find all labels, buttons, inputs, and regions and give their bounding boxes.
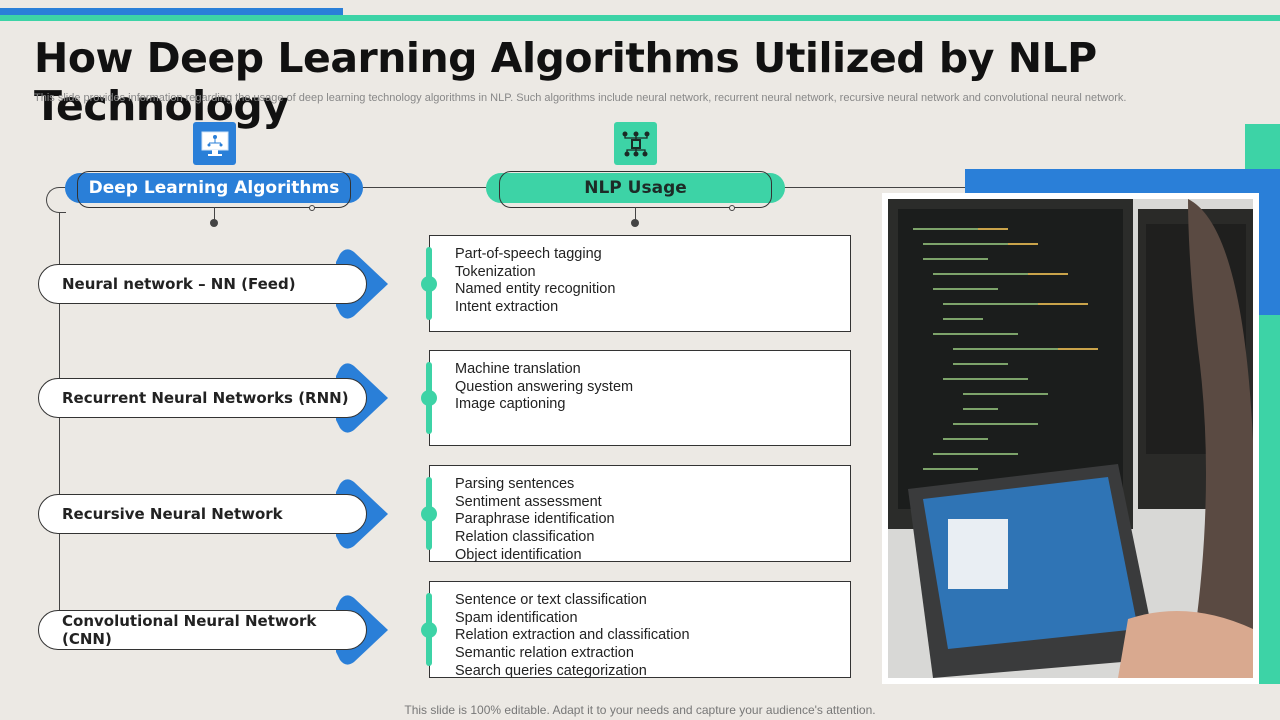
- header-stem: [635, 207, 637, 221]
- usage-item: Semantic relation extraction: [455, 645, 634, 662]
- usage-item: Machine translation: [455, 361, 581, 377]
- usage-item: Paraphrase identification: [455, 511, 615, 528]
- algorithm-pill: Recursive Neural Network: [38, 494, 367, 534]
- top-accent-bar-teal: [0, 15, 1280, 21]
- footer-note: This slide is 100% editable. Adapt it to…: [404, 703, 876, 717]
- accent-dot: [421, 621, 437, 638]
- header-outline: [499, 171, 772, 208]
- accent-dot: [421, 505, 437, 522]
- header-dot: [631, 219, 639, 227]
- computer-network-icon: [193, 122, 236, 165]
- usage-item: Intent extraction: [455, 299, 559, 316]
- connector-line: [784, 187, 965, 189]
- usage-item: Tokenization: [455, 263, 536, 280]
- photo-frame: [882, 193, 1259, 684]
- accent-dot: [421, 390, 437, 406]
- header-nlp-usage: NLP Usage: [486, 173, 785, 203]
- page-title: How Deep Learning Algorithms Utilized by…: [34, 34, 1097, 130]
- connector-line: [362, 187, 488, 189]
- header-ring-dot: [309, 205, 315, 211]
- usage-item: Part-of-speech tagging: [455, 246, 602, 262]
- usage-item: Sentiment assessment: [455, 493, 602, 510]
- top-accent-bar-blue: [0, 8, 343, 15]
- usage-item: Relation extraction and classification: [455, 627, 690, 644]
- usage-item: Image captioning: [455, 396, 566, 413]
- header-stem: [214, 207, 216, 221]
- usage-item: Question answering system: [455, 378, 634, 395]
- usage-item: Named entity recognition: [455, 281, 616, 298]
- usage-item: Sentence or text classification: [455, 592, 647, 608]
- algorithm-label: Recursive Neural Network: [62, 505, 283, 523]
- header-outline: [77, 171, 351, 208]
- usage-item: Spam identification: [455, 609, 578, 626]
- connector-curve: [46, 187, 66, 213]
- vertical-connector: [59, 212, 61, 632]
- usage-item: Relation classification: [455, 529, 595, 546]
- header-ring-dot: [729, 205, 735, 211]
- accent-dot: [421, 275, 437, 292]
- header-dot: [210, 219, 218, 227]
- algorithm-label: Convolutional Neural Network (CNN): [62, 612, 317, 648]
- algorithm-label: Neural network – NN (Feed): [62, 275, 296, 293]
- photo-programmer-at-computer: [888, 199, 1256, 678]
- usage-item: Object identification: [455, 546, 582, 563]
- algorithm-pill: Recurrent Neural Networks (RNN): [38, 378, 367, 418]
- page-subtitle: This slide provides information regardin…: [34, 92, 1127, 104]
- algorithm-pill: Neural network – NN (Feed): [38, 264, 367, 304]
- algorithm-pill: Convolutional Neural Network (CNN): [38, 610, 367, 650]
- algorithm-label: Recurrent Neural Networks (RNN): [62, 389, 349, 407]
- header-deep-learning-algorithms: Deep Learning Algorithms: [65, 173, 363, 203]
- usage-item: Parsing sentences: [455, 476, 575, 492]
- usage-item: Search queries categorization: [455, 662, 647, 679]
- circuit-chip-icon: [614, 122, 657, 165]
